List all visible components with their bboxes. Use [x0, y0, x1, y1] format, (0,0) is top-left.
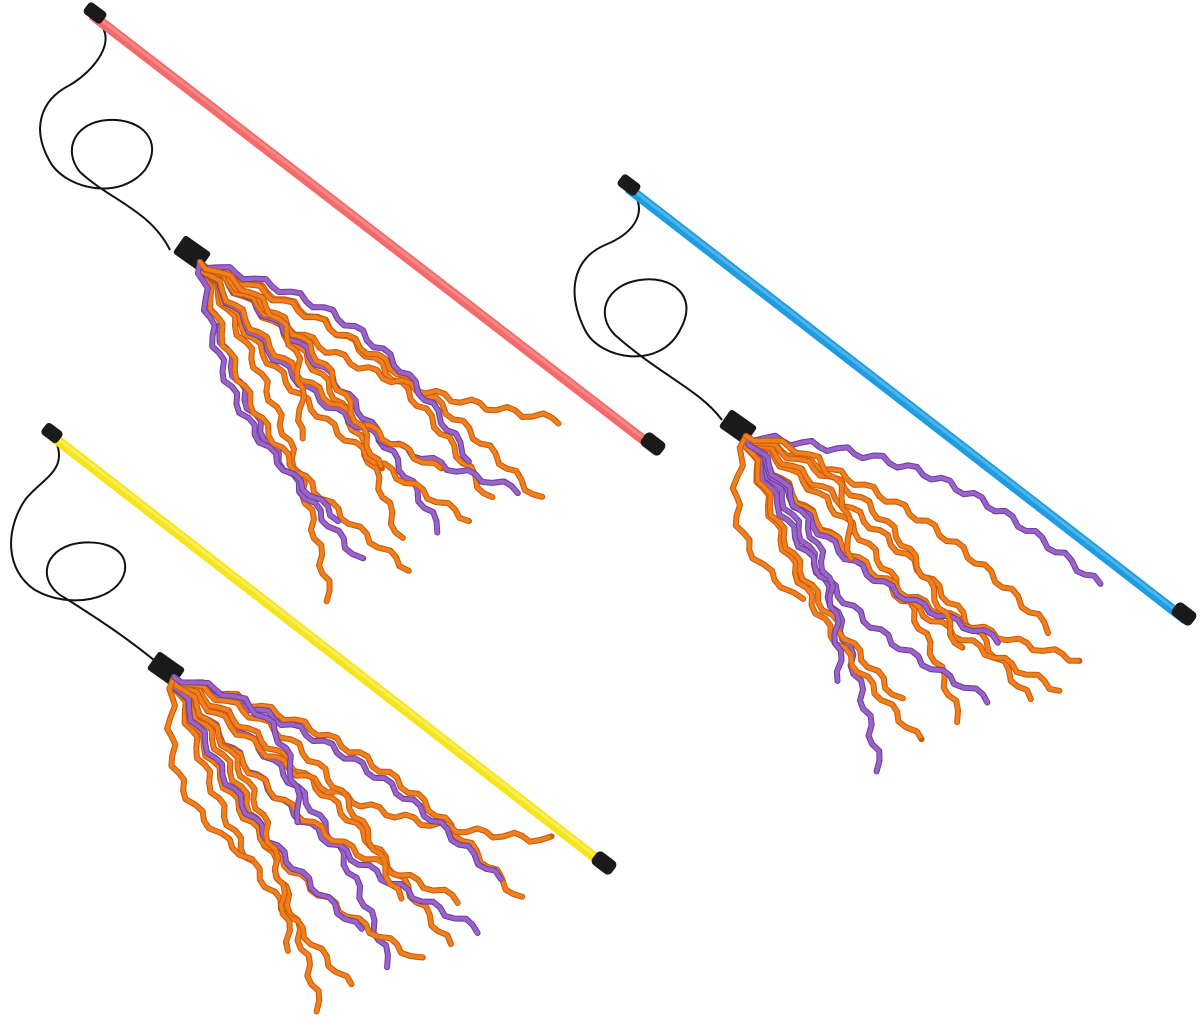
tassel-ribbon [198, 260, 561, 426]
blue-wand-cord [573, 189, 723, 421]
tassel-ribbon [198, 260, 471, 464]
yellow-teaser-wand [10, 422, 617, 1015]
yellow-wand-tassel [164, 674, 555, 1015]
red-teaser-wand [39, 2, 666, 605]
yellow-wand-rod [48, 432, 610, 870]
tassel-ribbon [730, 434, 806, 601]
tassel-ribbon [198, 260, 444, 471]
yellow-wand-end-cap [591, 851, 617, 875]
blue-wand-tassel [729, 432, 1104, 775]
tassel-ribbon [172, 675, 292, 953]
red-wand-cord [39, 21, 171, 251]
tassel-ribbon [198, 260, 307, 441]
red-wand-end-cap [640, 432, 666, 456]
tassel-ribbon [198, 260, 471, 524]
tassel-ribbon [743, 434, 905, 701]
tassel-ribbon [744, 434, 844, 683]
tassel-ribbon [744, 434, 965, 650]
tassel-ribbon [744, 434, 1033, 702]
blue-teaser-wand [573, 174, 1197, 775]
tassel-ribbon [195, 260, 340, 524]
tassel-ribbon [744, 433, 1103, 586]
tassel-ribbon [164, 675, 255, 862]
blue-wand-top-cap [617, 174, 641, 196]
tassel-ribbon [172, 675, 404, 901]
red-wand-tassel [194, 259, 562, 605]
tassel-ribbon [744, 434, 961, 725]
tassel-ribbon [198, 260, 332, 604]
tassel-ribbon [744, 434, 990, 705]
tassel-ribbon [172, 675, 364, 931]
yellow-wand-top-cap [41, 422, 63, 444]
tassel-ribbon [172, 675, 302, 825]
tassel-ribbon [198, 260, 545, 499]
blue-wand-end-cap [1171, 602, 1197, 626]
tassel-ribbon [197, 260, 411, 573]
yellow-wand-cord [10, 439, 161, 666]
blue-wand-rod [624, 184, 1190, 624]
red-wand-rod [88, 11, 658, 452]
tassel-ribbon [744, 434, 854, 561]
tassel-ribbon [171, 675, 354, 987]
red-wand-top-cap [83, 2, 107, 24]
